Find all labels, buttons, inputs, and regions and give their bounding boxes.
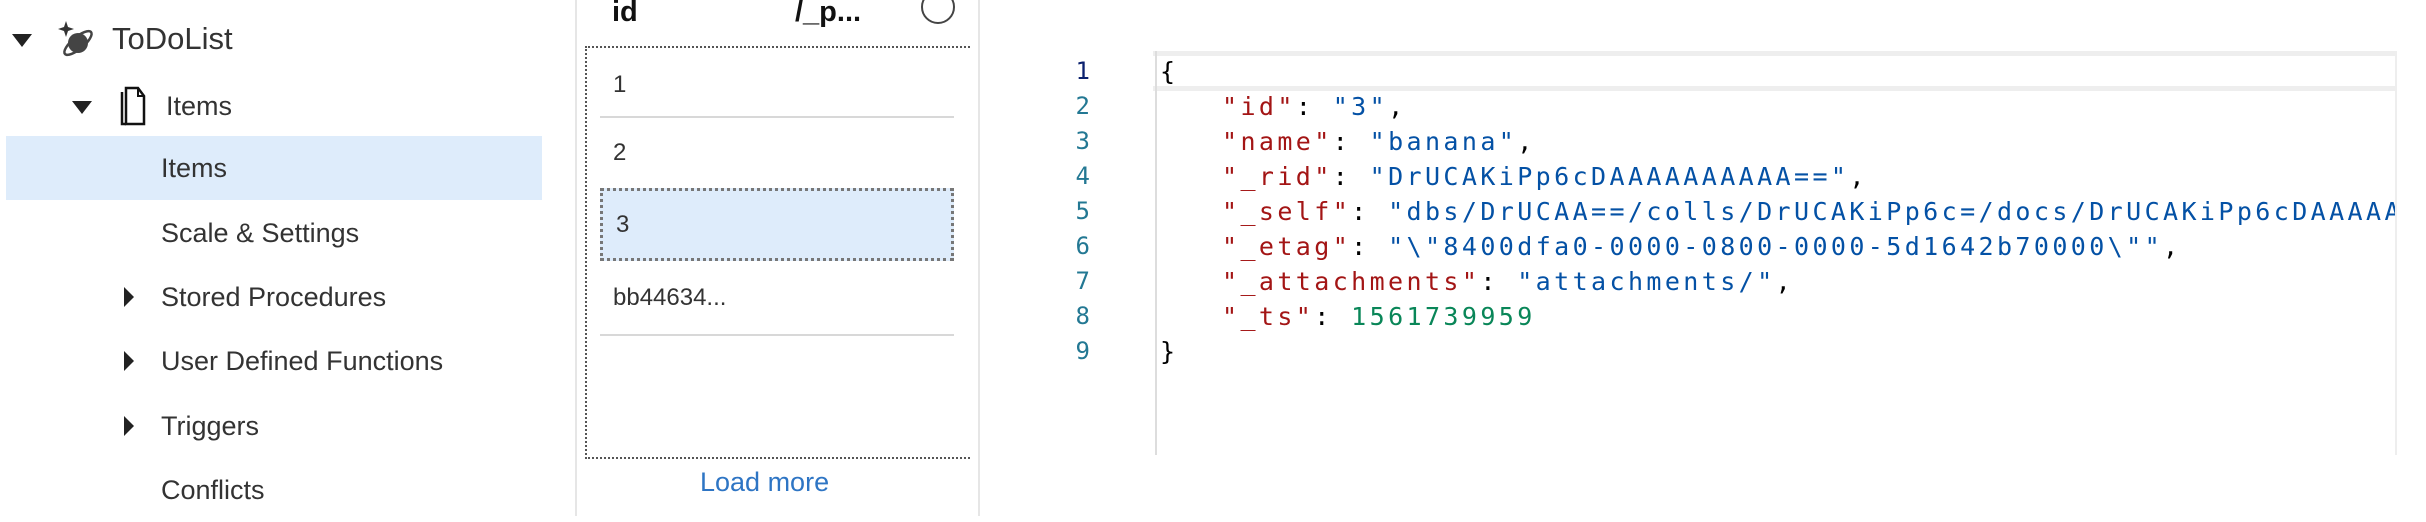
- colon: :: [1351, 232, 1389, 261]
- line-number: 3: [1075, 127, 1090, 155]
- tree-item-conflicts[interactable]: Conflicts: [0, 458, 575, 522]
- tree-item-label: Stored Procedures: [161, 281, 387, 312]
- json-key: "_etag": [1222, 232, 1352, 261]
- colon: :: [1332, 127, 1370, 156]
- comma: ,: [2163, 232, 2182, 261]
- brace: }: [1160, 337, 1179, 366]
- refresh-icon[interactable]: [921, 0, 955, 24]
- json-value: "\"8400dfa0-0000-0800-0000-5d1642b70000\…: [1388, 232, 2164, 261]
- json-value: "banana": [1369, 127, 1518, 156]
- code-line: "_etag": "\"8400dfa0-0000-0800-0000-5d16…: [1222, 229, 2395, 264]
- colon: :: [1332, 162, 1370, 191]
- colon: :: [1480, 267, 1518, 296]
- comma: ,: [1517, 127, 1536, 156]
- documents-icon: [120, 86, 146, 133]
- json-value: "attachments/": [1517, 267, 1776, 296]
- json-value: "3": [1332, 92, 1389, 121]
- code-line: "_rid": "DrUCAKiPp6cDAAAAAAAAAA==",: [1222, 159, 2395, 194]
- document-id: bb44634...: [613, 284, 727, 311]
- column-header-partition-key[interactable]: /_p...: [795, 0, 862, 28]
- code-line: "_ts": 1561739959: [1222, 299, 2395, 334]
- overview-ruler: [2395, 51, 2397, 455]
- document-row-selected[interactable]: 3: [600, 188, 954, 261]
- json-key: "_self": [1222, 197, 1352, 226]
- tree-item-items[interactable]: Items: [6, 136, 542, 200]
- colon: :: [1295, 92, 1333, 121]
- column-header-id[interactable]: id: [612, 0, 638, 28]
- document-id: 1: [613, 71, 627, 98]
- tree-item-label: User Defined Functions: [161, 345, 444, 376]
- json-value: 1561739959: [1351, 302, 1536, 331]
- divider[interactable]: [978, 0, 980, 516]
- json-key: "_attachments": [1222, 267, 1481, 296]
- container-name: Items: [166, 90, 233, 121]
- line-number: 8: [1075, 302, 1090, 330]
- tree-item-stored-procedures[interactable]: Stored Procedures: [0, 265, 575, 329]
- colon: :: [1351, 197, 1389, 226]
- json-key: "_ts": [1222, 302, 1315, 331]
- row-separator: [600, 334, 954, 336]
- code-line: "name": "banana",: [1222, 124, 2395, 159]
- line-number: 5: [1075, 197, 1090, 225]
- comma: ,: [1775, 267, 1795, 296]
- tree-node-container[interactable]: Items: [0, 74, 575, 138]
- tree-item-user-defined-functions[interactable]: User Defined Functions: [0, 329, 575, 393]
- colon: :: [1314, 302, 1352, 331]
- line-number: 1: [1075, 57, 1090, 85]
- cosmos-database-icon: [58, 19, 96, 66]
- code-line: "_self": "dbs/DrUCAA==/colls/DrUCAKiPp6c…: [1222, 194, 2395, 229]
- tree-item-label: Triggers: [161, 410, 260, 441]
- json-key: "name": [1222, 127, 1333, 156]
- caret-down-icon[interactable]: [12, 34, 32, 47]
- tree-item-label: Items: [161, 152, 228, 183]
- tree-item-triggers[interactable]: Triggers: [0, 394, 575, 458]
- code-line: "id": "3",: [1222, 89, 2395, 124]
- tree-item-label: Scale & Settings: [161, 217, 360, 248]
- document-id: 3: [616, 210, 630, 238]
- line-number: 4: [1075, 162, 1090, 190]
- document-row[interactable]: 1: [597, 53, 953, 117]
- json-key: "id": [1222, 92, 1296, 121]
- json-key: "_rid": [1222, 162, 1333, 191]
- caret-right-icon[interactable]: [124, 351, 134, 371]
- tree-item-label: Conflicts: [161, 474, 265, 505]
- comma: ,: [1849, 162, 1868, 191]
- document-row[interactable]: 2: [597, 121, 953, 185]
- load-more-link[interactable]: Load more: [700, 467, 830, 497]
- line-number: 7: [1075, 267, 1090, 295]
- caret-right-icon[interactable]: [124, 287, 134, 307]
- caret-down-icon[interactable]: [72, 101, 92, 114]
- code-line: }: [1160, 334, 1178, 369]
- tree-item-scale-settings[interactable]: Scale & Settings: [0, 201, 575, 265]
- code-line: "_attachments": "attachments/",: [1222, 264, 2395, 299]
- line-number: 9: [1075, 337, 1090, 365]
- divider[interactable]: [575, 0, 577, 516]
- row-separator: [600, 116, 954, 118]
- caret-right-icon[interactable]: [124, 416, 134, 436]
- current-line-highlight: [1153, 51, 2395, 91]
- comma: ,: [1388, 92, 1407, 121]
- brace: {: [1160, 57, 1179, 86]
- database-name: ToDoList: [112, 21, 233, 56]
- editor-gutter-line: [1155, 51, 1157, 455]
- line-number: 6: [1075, 232, 1090, 260]
- document-row[interactable]: bb44634...: [597, 266, 953, 330]
- json-value: "dbs/DrUCAA==/colls/DrUCAKiPp6c=/docs/Dr…: [1388, 197, 2395, 226]
- document-id: 2: [613, 139, 627, 166]
- tree-node-database[interactable]: ToDoList: [0, 7, 575, 71]
- code-line: {: [1160, 54, 1178, 89]
- documents-grid: [585, 46, 970, 459]
- line-number: 2: [1075, 92, 1090, 120]
- json-value: "DrUCAKiPp6cDAAAAAAAAAA==": [1369, 162, 1850, 191]
